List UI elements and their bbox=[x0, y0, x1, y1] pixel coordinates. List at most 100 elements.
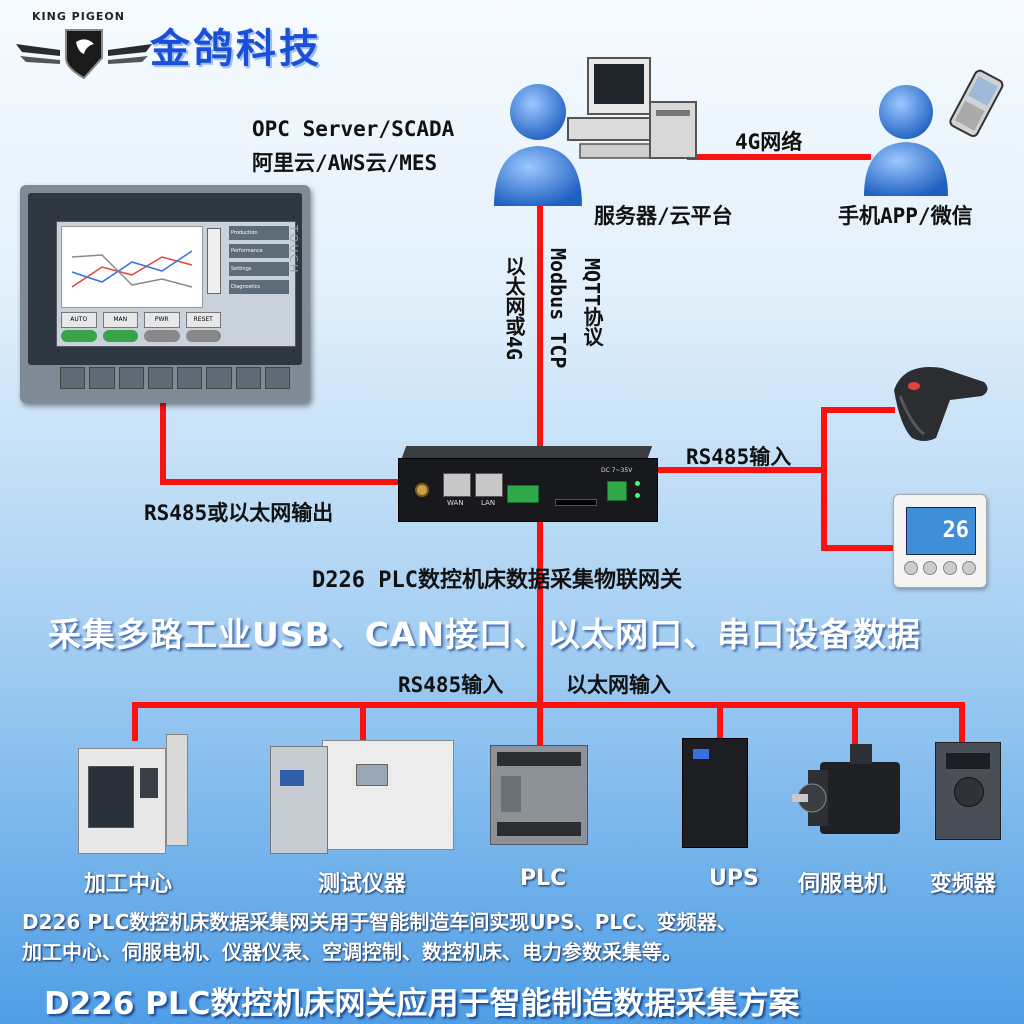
hmi-menu-performance[interactable]: Performance bbox=[229, 244, 289, 258]
toggle-icon[interactable] bbox=[102, 330, 138, 342]
brand-chinese: 金鸽科技 bbox=[150, 26, 322, 72]
plc-terminal-strip bbox=[497, 822, 581, 836]
description-line1: D226 PLC数控机床数据采集网关用于智能制造车间实现UPS、PLC、变频器、 bbox=[22, 910, 737, 934]
power-label: DC 7~35V bbox=[601, 467, 633, 474]
thermostat-button[interactable] bbox=[904, 561, 918, 575]
hmi-button-reset[interactable]: RESET bbox=[185, 312, 221, 328]
software-line2: 阿里云/AWS云/MES bbox=[252, 151, 438, 175]
machining-control-panel bbox=[140, 768, 158, 798]
machining-center-image bbox=[74, 728, 194, 858]
server-user-icon bbox=[494, 84, 582, 206]
hmi-brand-tag: TOUCH bbox=[287, 225, 300, 275]
hmi-button-pwr[interactable]: PWR bbox=[144, 312, 180, 328]
pigeon-shield-icon bbox=[16, 29, 152, 80]
chamber-body bbox=[322, 740, 454, 850]
function-key[interactable] bbox=[206, 367, 232, 389]
sd-card-slot[interactable] bbox=[555, 499, 597, 506]
vertical-mqtt: MQTT协议 bbox=[580, 258, 604, 347]
thermostat-button[interactable] bbox=[923, 561, 938, 575]
servo-motor-image bbox=[792, 744, 900, 834]
thermostat-button[interactable] bbox=[942, 561, 957, 575]
hmi-menu-production[interactable]: Production bbox=[229, 226, 289, 240]
plc-image bbox=[490, 745, 588, 845]
device-label-ups: UPS bbox=[709, 866, 759, 891]
thermostat-lcd: 26 bbox=[906, 507, 976, 555]
hmi-level-gauge bbox=[207, 228, 221, 294]
vertical-ethernet-4g: 以太网或4G bbox=[502, 256, 526, 361]
function-key[interactable] bbox=[177, 367, 203, 389]
hmi-trend-chart bbox=[61, 226, 203, 308]
status-led-icon bbox=[635, 493, 640, 498]
chamber-side-cabinet bbox=[270, 746, 328, 854]
rs485-input-bottom-label: RS485输入 bbox=[398, 673, 504, 697]
lan-label: LAN bbox=[481, 499, 496, 507]
machining-window bbox=[88, 766, 134, 828]
device-label-machining: 加工中心 bbox=[84, 872, 173, 897]
server-computer-icon bbox=[567, 57, 697, 159]
plc-terminal-strip bbox=[497, 752, 581, 766]
toggle-icon[interactable] bbox=[144, 330, 180, 342]
serial-terminal-block[interactable] bbox=[507, 485, 539, 503]
machining-column bbox=[166, 734, 188, 846]
phone-caption: 手机APP/微信 bbox=[838, 204, 973, 228]
link-4g-label: 4G网络 bbox=[735, 130, 803, 154]
hmi-menu-settings[interactable]: Settings bbox=[229, 262, 289, 276]
hmi-button-auto[interactable]: AUTO bbox=[61, 312, 97, 328]
ups-image bbox=[682, 738, 748, 848]
hmi-button-man[interactable]: MAN bbox=[102, 312, 138, 328]
server-caption: 服务器/云平台 bbox=[594, 204, 733, 228]
thermostat-button[interactable] bbox=[961, 561, 976, 575]
function-key[interactable] bbox=[264, 367, 290, 389]
status-led-icon bbox=[635, 481, 640, 486]
mobile-phone-icon bbox=[949, 69, 1004, 138]
wire-hmi-gateway bbox=[160, 399, 401, 485]
hmi-menu-diagnostics[interactable]: Diagnostics bbox=[229, 280, 289, 294]
brand-english: KING PIGEON bbox=[32, 10, 125, 23]
rs485-input-right-label: RS485输入 bbox=[686, 445, 792, 469]
barcode-scanner-icon bbox=[894, 366, 988, 441]
hmi-output-label: RS485或以太网输出 bbox=[144, 501, 334, 525]
antenna-connector-icon bbox=[415, 483, 429, 497]
toggle-icon[interactable] bbox=[185, 330, 221, 342]
thermostat-panel: 26 bbox=[893, 494, 987, 588]
phone-user-icon bbox=[864, 85, 948, 196]
wan-label: WAN bbox=[447, 499, 464, 507]
thermostat-reading: 26 bbox=[942, 518, 970, 543]
hmi-side-menu: Production Performance Settings Diagnost… bbox=[229, 226, 289, 294]
test-chamber-image bbox=[266, 740, 456, 858]
device-label-inverter: 变频器 bbox=[930, 872, 997, 897]
function-key[interactable] bbox=[89, 367, 115, 389]
chamber-display bbox=[280, 770, 304, 786]
hmi-display: Production Performance Settings Diagnost… bbox=[56, 221, 296, 347]
lan-port[interactable] bbox=[475, 473, 503, 497]
hmi-touch-panel: Production Performance Settings Diagnost… bbox=[20, 185, 310, 403]
device-label-tester: 测试仪器 bbox=[318, 872, 407, 897]
device-label-servo: 伺服电机 bbox=[798, 872, 887, 897]
power-terminal-block[interactable] bbox=[607, 481, 627, 501]
thermostat-buttons bbox=[904, 561, 976, 575]
description-line2: 加工中心、伺服电机、仪器仪表、空调控制、数控机床、电力参数采集等。 bbox=[22, 940, 682, 964]
function-key[interactable] bbox=[60, 367, 86, 389]
hmi-toggle-row bbox=[61, 330, 221, 342]
wan-port[interactable] bbox=[443, 473, 471, 497]
toggle-icon[interactable] bbox=[61, 330, 97, 342]
device-label-plc: PLC bbox=[520, 866, 567, 891]
inverter-knob bbox=[954, 777, 984, 807]
brand-logo: KING PIGEON bbox=[14, 8, 154, 80]
hmi-control-row: AUTO MAN PWR RESET bbox=[61, 312, 221, 342]
inverter-image bbox=[935, 742, 1001, 840]
headline: 采集多路工业USB、CAN接口、以太网口、串口设备数据 bbox=[48, 615, 922, 654]
hmi-function-keys bbox=[60, 367, 290, 389]
gateway-top-face bbox=[401, 446, 653, 458]
function-key[interactable] bbox=[118, 367, 144, 389]
software-line1: OPC Server/SCADA bbox=[252, 117, 455, 141]
gateway-title: D226 PLC数控机床数据采集物联网关 bbox=[312, 568, 682, 593]
plc-port bbox=[501, 776, 521, 812]
d226-gateway-device: WAN LAN DC 7~35V bbox=[398, 446, 658, 522]
ethernet-input-bottom-label: 以太网输入 bbox=[566, 673, 671, 697]
chamber-window bbox=[356, 764, 388, 786]
function-key[interactable] bbox=[235, 367, 261, 389]
ups-display bbox=[693, 749, 709, 759]
function-key[interactable] bbox=[147, 367, 173, 389]
